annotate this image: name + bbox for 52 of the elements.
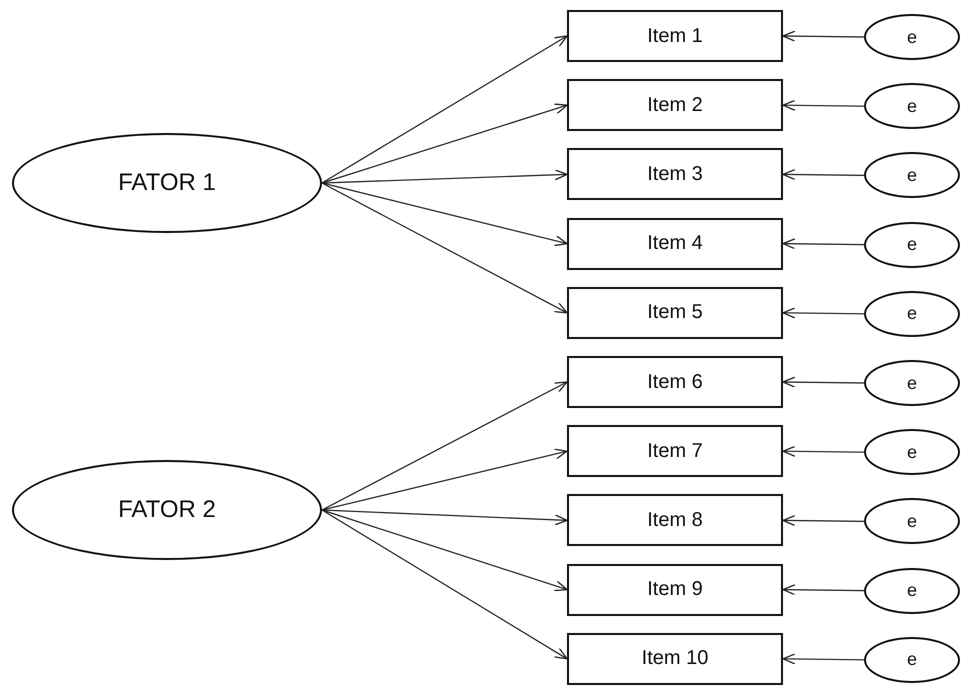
node-label: e — [906, 234, 917, 256]
arrow — [782, 30, 864, 42]
node-label: e — [906, 303, 917, 324]
item-box — [567, 286, 783, 339]
node-label: Item 4 — [647, 232, 703, 256]
item-box — [567, 148, 783, 200]
node-label: e — [906, 96, 917, 117]
node-label: e — [906, 510, 917, 532]
item-box — [567, 425, 783, 478]
arrow — [782, 514, 864, 526]
arrow — [322, 509, 568, 526]
node-label: e — [906, 649, 917, 670]
item-box — [567, 356, 783, 408]
node-label: Item 1 — [647, 24, 703, 48]
item-box — [567, 494, 783, 546]
arrow — [782, 307, 864, 319]
item-box — [567, 564, 783, 616]
arrow — [322, 448, 568, 511]
node-label: FATOR 1 — [118, 169, 216, 197]
node-label: FATOR 2 — [118, 496, 216, 524]
arrow — [322, 169, 568, 184]
arrow — [322, 103, 568, 184]
node-label: e — [906, 580, 917, 602]
node-label: e — [906, 372, 917, 394]
node-label: e — [906, 26, 917, 48]
node-label: e — [906, 164, 917, 186]
node-label: Item 7 — [647, 440, 703, 463]
arrow — [322, 35, 568, 184]
arrow — [782, 168, 864, 180]
arrow — [782, 653, 864, 665]
arrow — [322, 182, 568, 314]
item-box — [567, 79, 783, 132]
item-box — [567, 10, 783, 62]
node-label: Item 9 — [647, 578, 703, 602]
node-label: Item 10 — [642, 647, 708, 670]
node-label: e — [906, 442, 917, 463]
arrow — [782, 100, 864, 111]
node-label: Item 6 — [647, 370, 703, 394]
arrow — [782, 238, 864, 250]
node-label: Item 2 — [647, 94, 703, 117]
arrow — [782, 446, 864, 457]
item-box — [567, 632, 783, 685]
node-label: Item 5 — [647, 301, 703, 324]
arrow — [782, 584, 864, 596]
node-label: Item 3 — [647, 162, 703, 186]
arrow — [322, 509, 568, 660]
arrow — [322, 381, 568, 511]
item-box — [567, 218, 783, 270]
node-label: Item 8 — [647, 508, 703, 532]
arrow — [782, 376, 864, 388]
arrow — [322, 509, 568, 592]
arrow — [322, 182, 568, 246]
